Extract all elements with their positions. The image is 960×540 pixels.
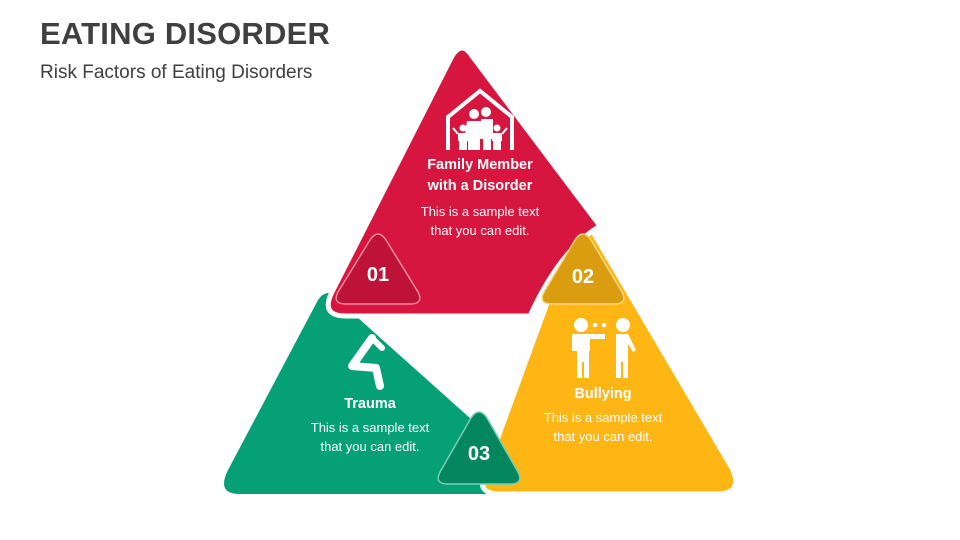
- family-triangle-shape: [325, 45, 603, 319]
- badge-03-shape: [437, 411, 521, 485]
- factor-02-title: Bullying: [574, 386, 632, 402]
- page-title: EATING DISORDER: [40, 16, 331, 51]
- factor-03-number: 03: [467, 443, 491, 465]
- factor-01-description: This is a sample text that you can edit.: [420, 204, 540, 238]
- trauma-person-icon: [348, 326, 392, 390]
- badge-01-shape: [335, 233, 421, 305]
- factor-02-description: This is a sample text that you can edit.: [543, 410, 663, 444]
- factor-01-number: 01: [366, 264, 390, 286]
- page-subtitle: Risk Factors of Eating Disorders: [40, 62, 313, 83]
- family-house-icon: [446, 88, 514, 150]
- factor-03-title: Trauma: [344, 396, 396, 412]
- factor-03-description: This is a sample text that you can edit.: [310, 420, 430, 454]
- factor-02-number: 02: [571, 266, 595, 288]
- bullying-icon: [572, 318, 636, 378]
- badge-02-shape: [541, 233, 625, 305]
- factor-01-title: Family Member with a Disorder: [427, 157, 533, 194]
